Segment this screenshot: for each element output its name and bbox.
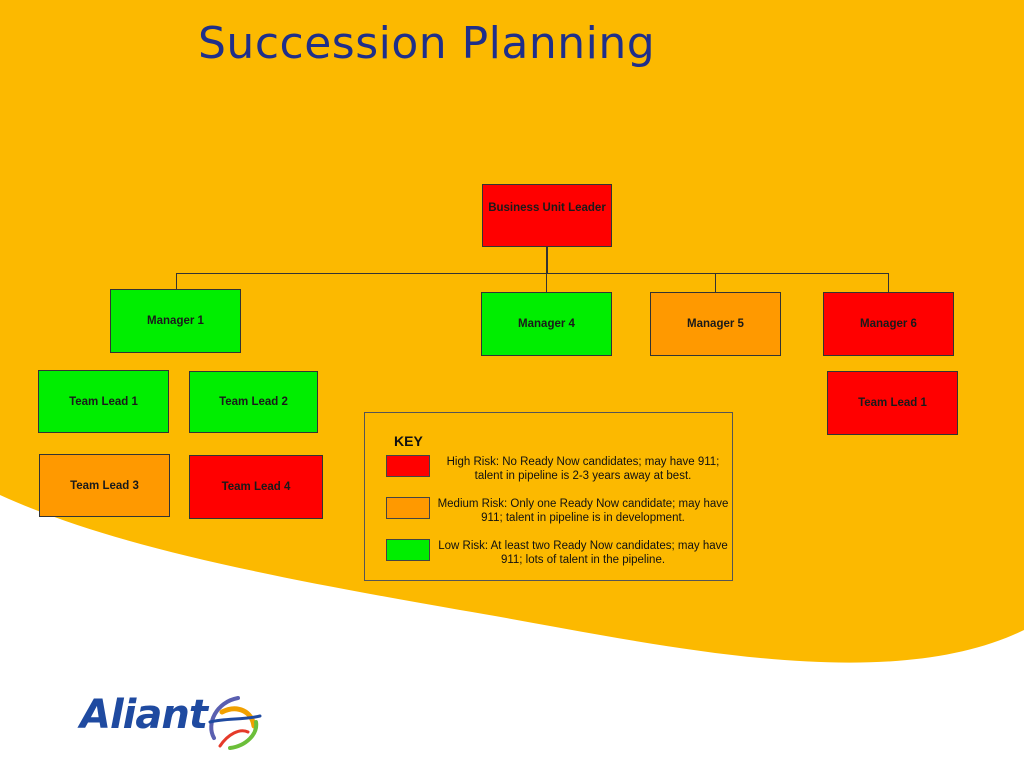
manager-box-4: Manager 4: [481, 292, 612, 356]
team-lead-box-manager6: Team Lead 1: [827, 371, 958, 435]
team-lead-box-2: Team Lead 2: [189, 371, 318, 433]
connector-manager-1: [176, 273, 177, 290]
leader-box: Business Unit Leader: [482, 184, 612, 247]
manager-box-1: Manager 1: [110, 289, 241, 353]
key-swatch-low: [386, 539, 430, 561]
team-lead-label: Team Lead 4: [221, 481, 291, 493]
team-lead-label: Team Lead 3: [70, 480, 139, 492]
key-swatch-medium: [386, 497, 430, 519]
key-text-medium: Medium Risk: Only one Ready Now candidat…: [437, 498, 729, 524]
manager-box-6: Manager 6: [823, 292, 954, 356]
manager-label: Manager 6: [860, 318, 917, 330]
key-text-high: High Risk: No Ready Now candidates; may …: [446, 456, 720, 482]
aliant-swirl-icon: [208, 696, 262, 750]
team-lead-label: Team Lead 1: [69, 396, 138, 408]
team-lead-box-3: Team Lead 3: [39, 454, 170, 517]
page-title: Succession Planning: [198, 18, 656, 69]
team-lead-label: Team Lead 2: [219, 396, 288, 408]
connector-manager-6: [888, 273, 889, 293]
aliant-logo: Aliant: [80, 688, 270, 754]
key-title: KEY: [394, 433, 423, 449]
key-swatch-high: [386, 455, 430, 477]
connector-manager-5: [715, 273, 716, 293]
connector-manager-4: [546, 273, 547, 293]
logo-text: Aliant: [80, 692, 208, 738]
risk-key: KEY High Risk: No Ready Now candidates; …: [364, 412, 733, 581]
manager-label: Manager 5: [687, 318, 744, 330]
connector-leader-down: [546, 246, 548, 274]
team-lead-box-4: Team Lead 4: [189, 455, 323, 519]
manager-label: Manager 1: [147, 315, 204, 327]
team-lead-box-1: Team Lead 1: [38, 370, 169, 433]
key-text-low: Low Risk: At least two Ready Now candida…: [438, 540, 728, 566]
team-lead-label: Team Lead 1: [858, 397, 927, 409]
connector-horizontal: [176, 273, 889, 274]
manager-label: Manager 4: [518, 318, 575, 330]
manager-box-5: Manager 5: [650, 292, 781, 356]
leader-label: Business Unit Leader: [488, 202, 606, 214]
